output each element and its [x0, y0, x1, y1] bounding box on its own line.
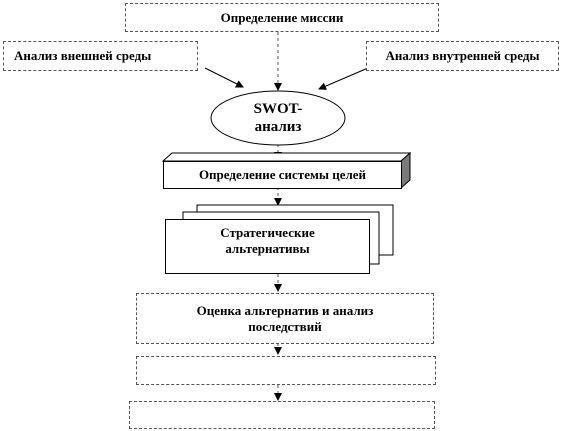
arrow-internal-to-swot	[318, 67, 369, 90]
swot-label-line2: анализ	[254, 119, 302, 135]
mission-box: Определение миссии	[125, 3, 439, 32]
internal-analysis-label: Анализ внутренней среды	[385, 48, 540, 63]
arrow-external-to-swot	[204, 67, 244, 88]
empty-step-box-2	[129, 401, 435, 429]
evaluation-box: Оценка альтернатив и анализ последствий	[136, 293, 434, 344]
alternatives-label-line1: Стратегические	[220, 225, 315, 240]
evaluation-label-line1: Оценка альтернатив и анализ	[196, 302, 374, 318]
mission-label: Определение миссии	[220, 9, 344, 25]
swot-analysis-text: SWOT- анализ	[215, 98, 341, 138]
evaluation-label-line2: последствий	[248, 318, 322, 334]
goals-label: Определение системы целей	[198, 167, 367, 182]
swot-label-line1: SWOT-	[253, 101, 303, 117]
external-analysis-label: Анализ внешней среды	[14, 48, 152, 63]
goals-box-top-face	[161, 152, 412, 162]
internal-analysis-box: Анализ внутренней среды	[366, 41, 559, 71]
empty-step-box-1	[136, 356, 436, 385]
alternatives-label-line2: альтернативы	[225, 241, 310, 256]
goals-box: Определение системы целей	[163, 161, 402, 189]
external-analysis-box: Анализ внешней среды	[3, 41, 198, 71]
alternatives-box: Стратегические альтернативы	[165, 219, 370, 274]
goals-box-side-face	[400, 151, 411, 190]
